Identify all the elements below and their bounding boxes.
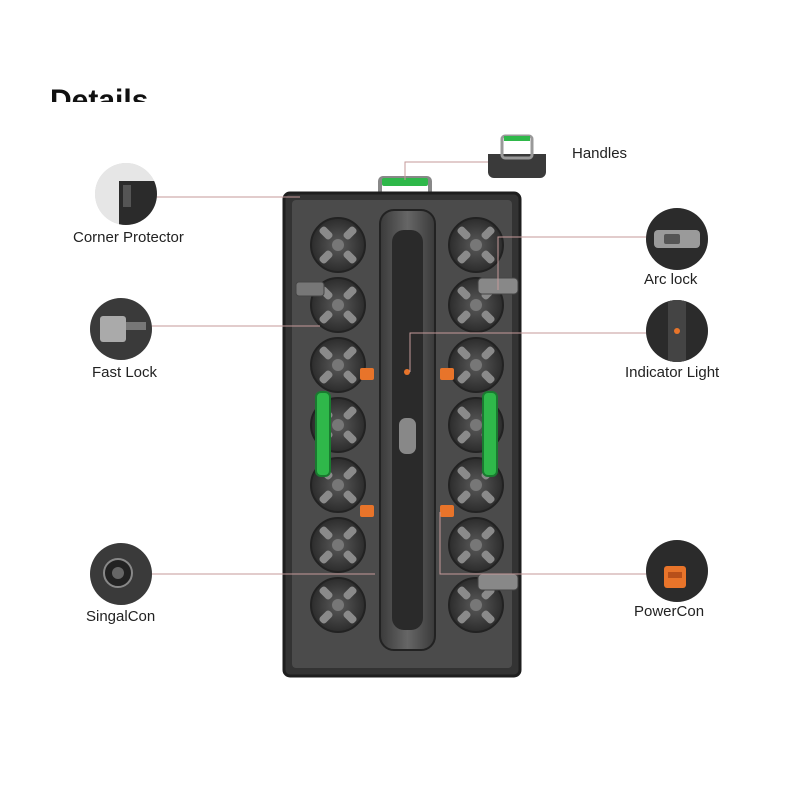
module-hub: [332, 419, 344, 431]
module-hub: [332, 479, 344, 491]
module-blade: [343, 430, 357, 444]
module-blade: [343, 286, 357, 300]
module-blade: [457, 226, 471, 240]
module-blade: [343, 490, 357, 504]
module-hub: [332, 239, 344, 251]
module-hub: [470, 479, 482, 491]
module-hub: [332, 539, 344, 551]
handles-label: Handles: [572, 145, 628, 162]
module-blade: [319, 346, 333, 360]
module-blade: [319, 370, 333, 384]
module-hub: [332, 599, 344, 611]
module-blade: [319, 610, 333, 624]
module-hub: [470, 299, 482, 311]
module-hub: [470, 539, 482, 551]
fast-lock-thumbnail: [90, 298, 152, 360]
left-side-handle: [315, 391, 331, 477]
indicator-light-icon: [646, 300, 708, 362]
indicator-light-thumbnail: [646, 300, 708, 362]
arc-lock-icon: [646, 208, 708, 270]
module-blade: [319, 490, 333, 504]
module-blade: [457, 586, 471, 600]
module-hub: [470, 239, 482, 251]
module-blade: [343, 406, 357, 420]
page-title: Details: [50, 84, 149, 102]
module-blade: [343, 466, 357, 480]
signal-connector-icon: [90, 543, 152, 605]
module-blade: [481, 610, 495, 624]
module-blade: [481, 250, 495, 264]
module-blade: [319, 586, 333, 600]
module-blade: [319, 250, 333, 264]
handle-icon: [488, 134, 546, 178]
arc-lock-thumbnail: [646, 208, 708, 270]
module-blade: [457, 286, 471, 300]
module-blade: [457, 430, 471, 444]
module-hub: [470, 599, 482, 611]
module-hub: [470, 419, 482, 431]
module-blade: [343, 310, 357, 324]
module-blade: [457, 250, 471, 264]
module-blade: [319, 310, 333, 324]
module-blade: [343, 586, 357, 600]
module-blade: [457, 370, 471, 384]
power-con-thumbnail: [646, 540, 708, 602]
module-blade: [343, 346, 357, 360]
module-blade: [319, 526, 333, 540]
module-blade: [343, 250, 357, 264]
indicator-light-label: Indicator Light: [625, 364, 720, 381]
fast-lock-icon: [90, 298, 152, 360]
module-hub: [332, 299, 344, 311]
power-connector-icon: [646, 540, 708, 602]
module-blade: [457, 310, 471, 324]
module-blade: [481, 310, 495, 324]
module-blade: [457, 610, 471, 624]
module-blade: [457, 466, 471, 480]
corner-protector-thumbnail: [95, 163, 157, 225]
handles-thumbnail: [488, 128, 546, 178]
module-blade: [343, 610, 357, 624]
module-blade: [481, 370, 495, 384]
signal-con-label: SingalCon: [86, 608, 156, 625]
arc-lock-label: Arc lock: [644, 271, 698, 288]
fast-lock-label: Fast Lock: [92, 364, 158, 381]
signal-con-thumbnail: [90, 543, 152, 605]
corner-protector-icon: [95, 163, 157, 225]
power-con-label: PowerCon: [634, 603, 705, 620]
module-blade: [343, 226, 357, 240]
corner-protector-label: Corner Protector: [73, 229, 184, 246]
module-blade: [343, 370, 357, 384]
module-blade: [343, 550, 357, 564]
right-side-handle: [482, 391, 498, 477]
module-blade: [343, 526, 357, 540]
module-blade: [319, 550, 333, 564]
module-blade: [457, 406, 471, 420]
module-hub: [332, 359, 344, 371]
module-blade: [481, 490, 495, 504]
module-blade: [319, 226, 333, 240]
module-hub: [470, 359, 482, 371]
module-blade: [457, 490, 471, 504]
module-blade: [481, 226, 495, 240]
